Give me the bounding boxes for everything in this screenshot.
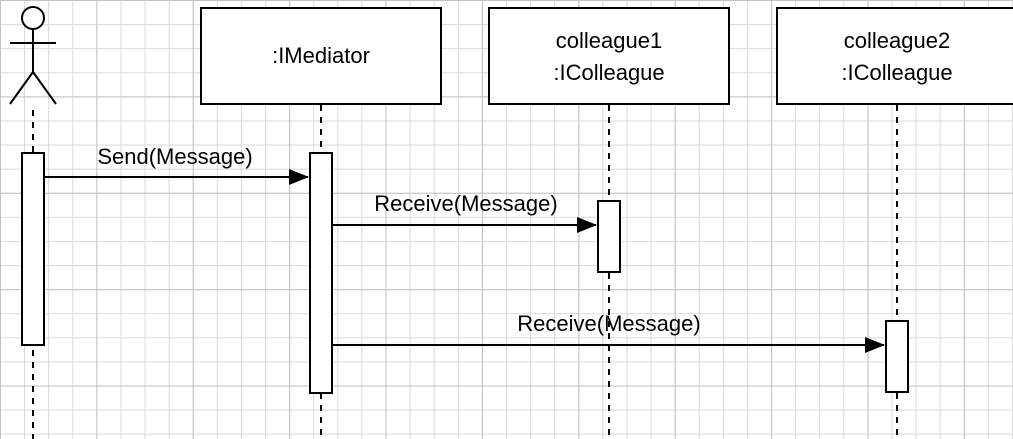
message-receive-colleague1-label: Receive(Message) <box>374 191 557 216</box>
lifeline-name-colleague2: colleague2 <box>844 28 950 53</box>
mediator-activation-bar[interactable] <box>309 152 333 394</box>
lifeline-label-mediator: :IMediator <box>272 43 370 68</box>
message-send-label: Send(Message) <box>97 144 252 169</box>
lifeline-box-mediator[interactable]: :IMediator <box>200 7 442 105</box>
colleague2-activation-bar[interactable] <box>885 320 909 393</box>
lifeline-box-colleague1[interactable]: colleague1 :IColleague <box>488 7 730 105</box>
actor-activation-bar[interactable] <box>21 152 45 346</box>
message-receive-colleague2-label: Receive(Message) <box>517 311 700 336</box>
lifeline-type-colleague2: :IColleague <box>841 60 952 85</box>
message-receive-colleague1[interactable]: Receive(Message) <box>332 191 597 233</box>
colleague1-activation-bar[interactable] <box>597 200 621 273</box>
lifeline-box-colleague2[interactable]: colleague2 :IColleague <box>776 7 1013 105</box>
message-send[interactable]: Send(Message) <box>44 144 309 185</box>
message-receive-colleague2[interactable]: Receive(Message) <box>332 311 885 353</box>
actor-stick-figure[interactable] <box>9 6 57 105</box>
lifeline-type-colleague1: :IColleague <box>553 60 664 85</box>
lifeline-name-colleague1: colleague1 <box>556 28 662 53</box>
